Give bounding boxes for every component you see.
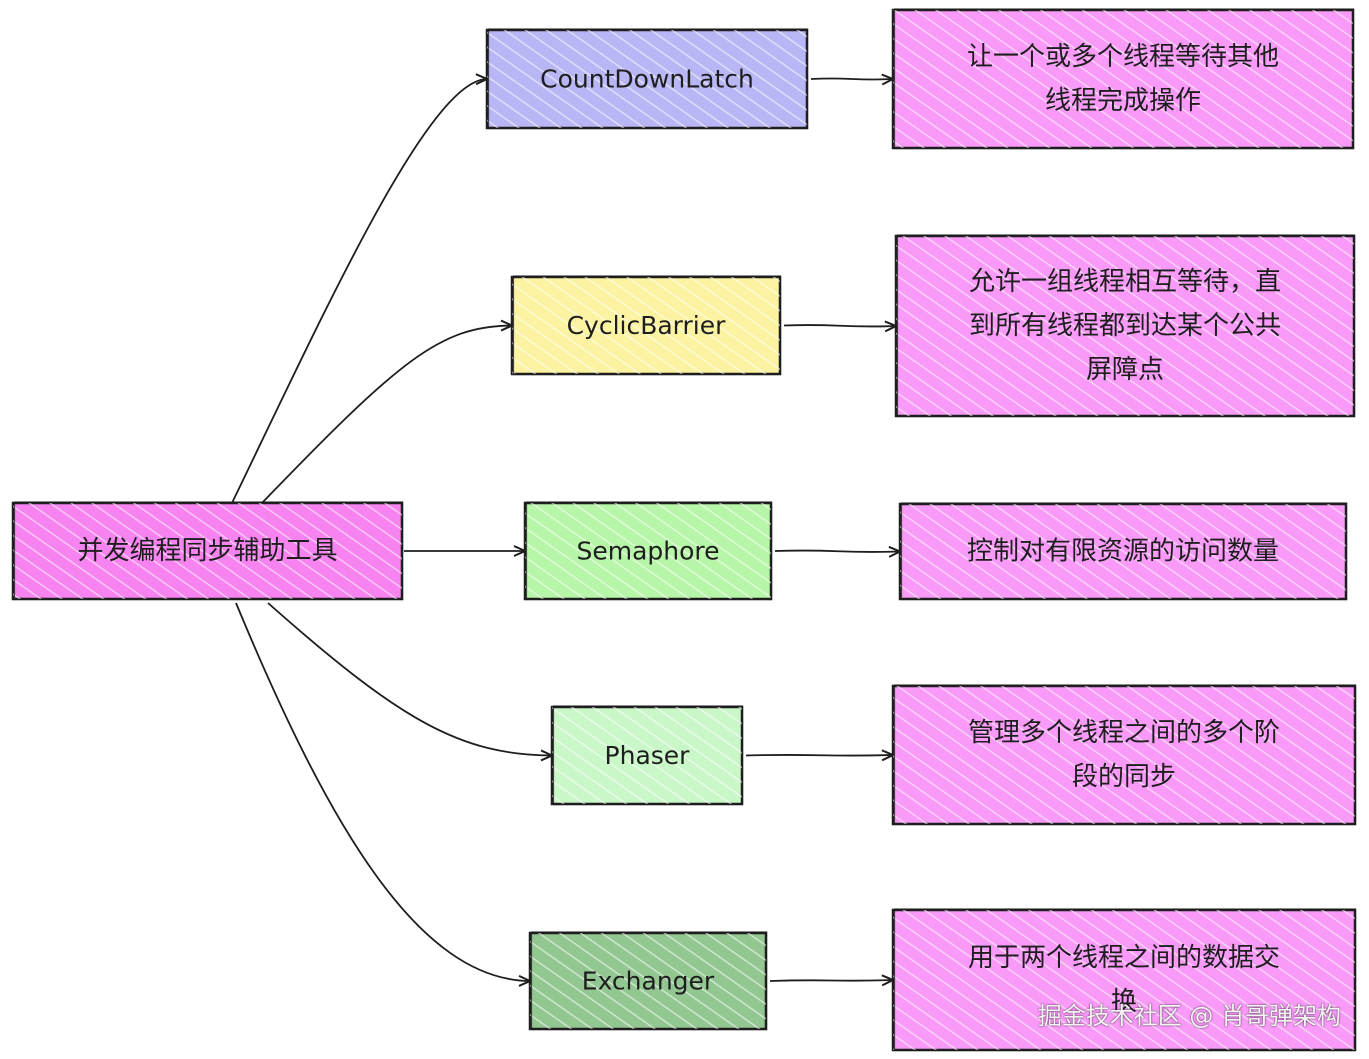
tool-node-phaser: Phaser bbox=[550, 705, 744, 806]
root-node-hatch bbox=[13, 503, 402, 599]
connector-root-to-exchanger bbox=[235, 602, 530, 981]
description-countdownlatch-line-1: 让一个或多个线程等待其他 bbox=[967, 42, 1279, 72]
description-node-semaphore-hatch bbox=[900, 504, 1346, 599]
description-exchanger-line-1: 用于两个线程之间的数据交 bbox=[968, 943, 1280, 973]
tool-label-cyclicbarrier-line-1: CyclicBarrier bbox=[567, 311, 727, 340]
tool-node-phaser-outline bbox=[552, 705, 744, 806]
connector-root-to-cyclicbarrier bbox=[261, 326, 512, 504]
description-node-semaphore-outline bbox=[900, 502, 1348, 601]
description-node-phaser-outline bbox=[893, 684, 1357, 826]
connector-semaphore-to-description bbox=[774, 550, 900, 552]
description-node-exchanger-hatch bbox=[893, 910, 1355, 1050]
tool-node-cyclicbarrier: CyclicBarrier bbox=[510, 275, 782, 376]
tool-node-cyclicbarrier-outline bbox=[512, 275, 782, 376]
description-cyclicbarrier-line-1: 允许一组线程相互等待，直 bbox=[969, 267, 1281, 297]
description-cyclicbarrier-line-3: 屏障点 bbox=[1086, 355, 1164, 385]
description-node-cyclicbarrier-outline bbox=[896, 234, 1356, 418]
description-semaphore-line-1: 控制对有限资源的访问数量 bbox=[967, 537, 1279, 567]
tool-label-countdownlatch-line-1: CountDownLatch bbox=[540, 65, 754, 94]
tool-node-cyclicbarrier-hatch bbox=[512, 277, 780, 374]
description-node-countdownlatch-hatch bbox=[893, 10, 1353, 148]
tool-label-exchanger-line-1: Exchanger bbox=[582, 967, 715, 996]
tool-node-phaser-hatch bbox=[552, 707, 742, 804]
tool-node-exchanger-hatch bbox=[530, 933, 766, 1029]
tool-node-exchanger-outline bbox=[530, 931, 768, 1031]
description-exchanger-line-2: 换 bbox=[1111, 987, 1137, 1017]
tool-node-countdownlatch-outline bbox=[487, 28, 809, 130]
description-phaser-line-2: 段的同步 bbox=[1072, 762, 1176, 792]
description-node-cyclicbarrier-hatch bbox=[896, 236, 1354, 416]
description-node-exchanger-outline bbox=[893, 908, 1357, 1052]
tool-label-phaser-line-1: Phaser bbox=[605, 741, 691, 770]
root-node-outline bbox=[13, 501, 404, 601]
connector-cyclicbarrier-to-description bbox=[783, 325, 896, 327]
tool-node-semaphore-outline bbox=[525, 501, 773, 601]
description-phaser-line-1: 管理多个线程之间的多个阶 bbox=[968, 718, 1280, 748]
description-cyclicbarrier-line-2: 到所有线程都到达某个公共 bbox=[969, 311, 1281, 341]
tool-node-countdownlatch: CountDownLatch bbox=[485, 28, 809, 130]
description-countdownlatch-line-2: 线程完成操作 bbox=[1045, 86, 1201, 116]
connector-phaser-to-description bbox=[745, 755, 893, 756]
tool-node-semaphore-hatch bbox=[525, 503, 771, 599]
description-node-semaphore: 控制对有限资源的访问数量 bbox=[898, 502, 1348, 601]
connector-root-to-phaser bbox=[267, 602, 552, 756]
connector-exchanger-to-description bbox=[769, 980, 893, 981]
connectors bbox=[231, 78, 900, 981]
watermark: 掘金技术社区 @ 肖哥弹架构 bbox=[1037, 1002, 1341, 1030]
nodes: 并发编程同步辅助工具 CountDownLatch 让一个或多个线程等待其他线程完成… bbox=[11, 8, 1357, 1052]
description-node-phaser-hatch bbox=[893, 686, 1355, 824]
description-node-countdownlatch-outline bbox=[893, 8, 1355, 150]
connector-root-to-countdownlatch bbox=[231, 79, 487, 504]
tool-node-semaphore: Semaphore bbox=[523, 501, 773, 601]
root-label-line-1: 并发编程同步辅助工具 bbox=[77, 536, 337, 566]
connector-countdownlatch-to-description bbox=[810, 78, 893, 79]
tool-label-semaphore-line-1: Semaphore bbox=[576, 537, 719, 566]
root-node: 并发编程同步辅助工具 bbox=[11, 501, 404, 601]
tool-node-countdownlatch-hatch bbox=[487, 30, 807, 128]
tool-node-exchanger: Exchanger bbox=[528, 931, 768, 1031]
